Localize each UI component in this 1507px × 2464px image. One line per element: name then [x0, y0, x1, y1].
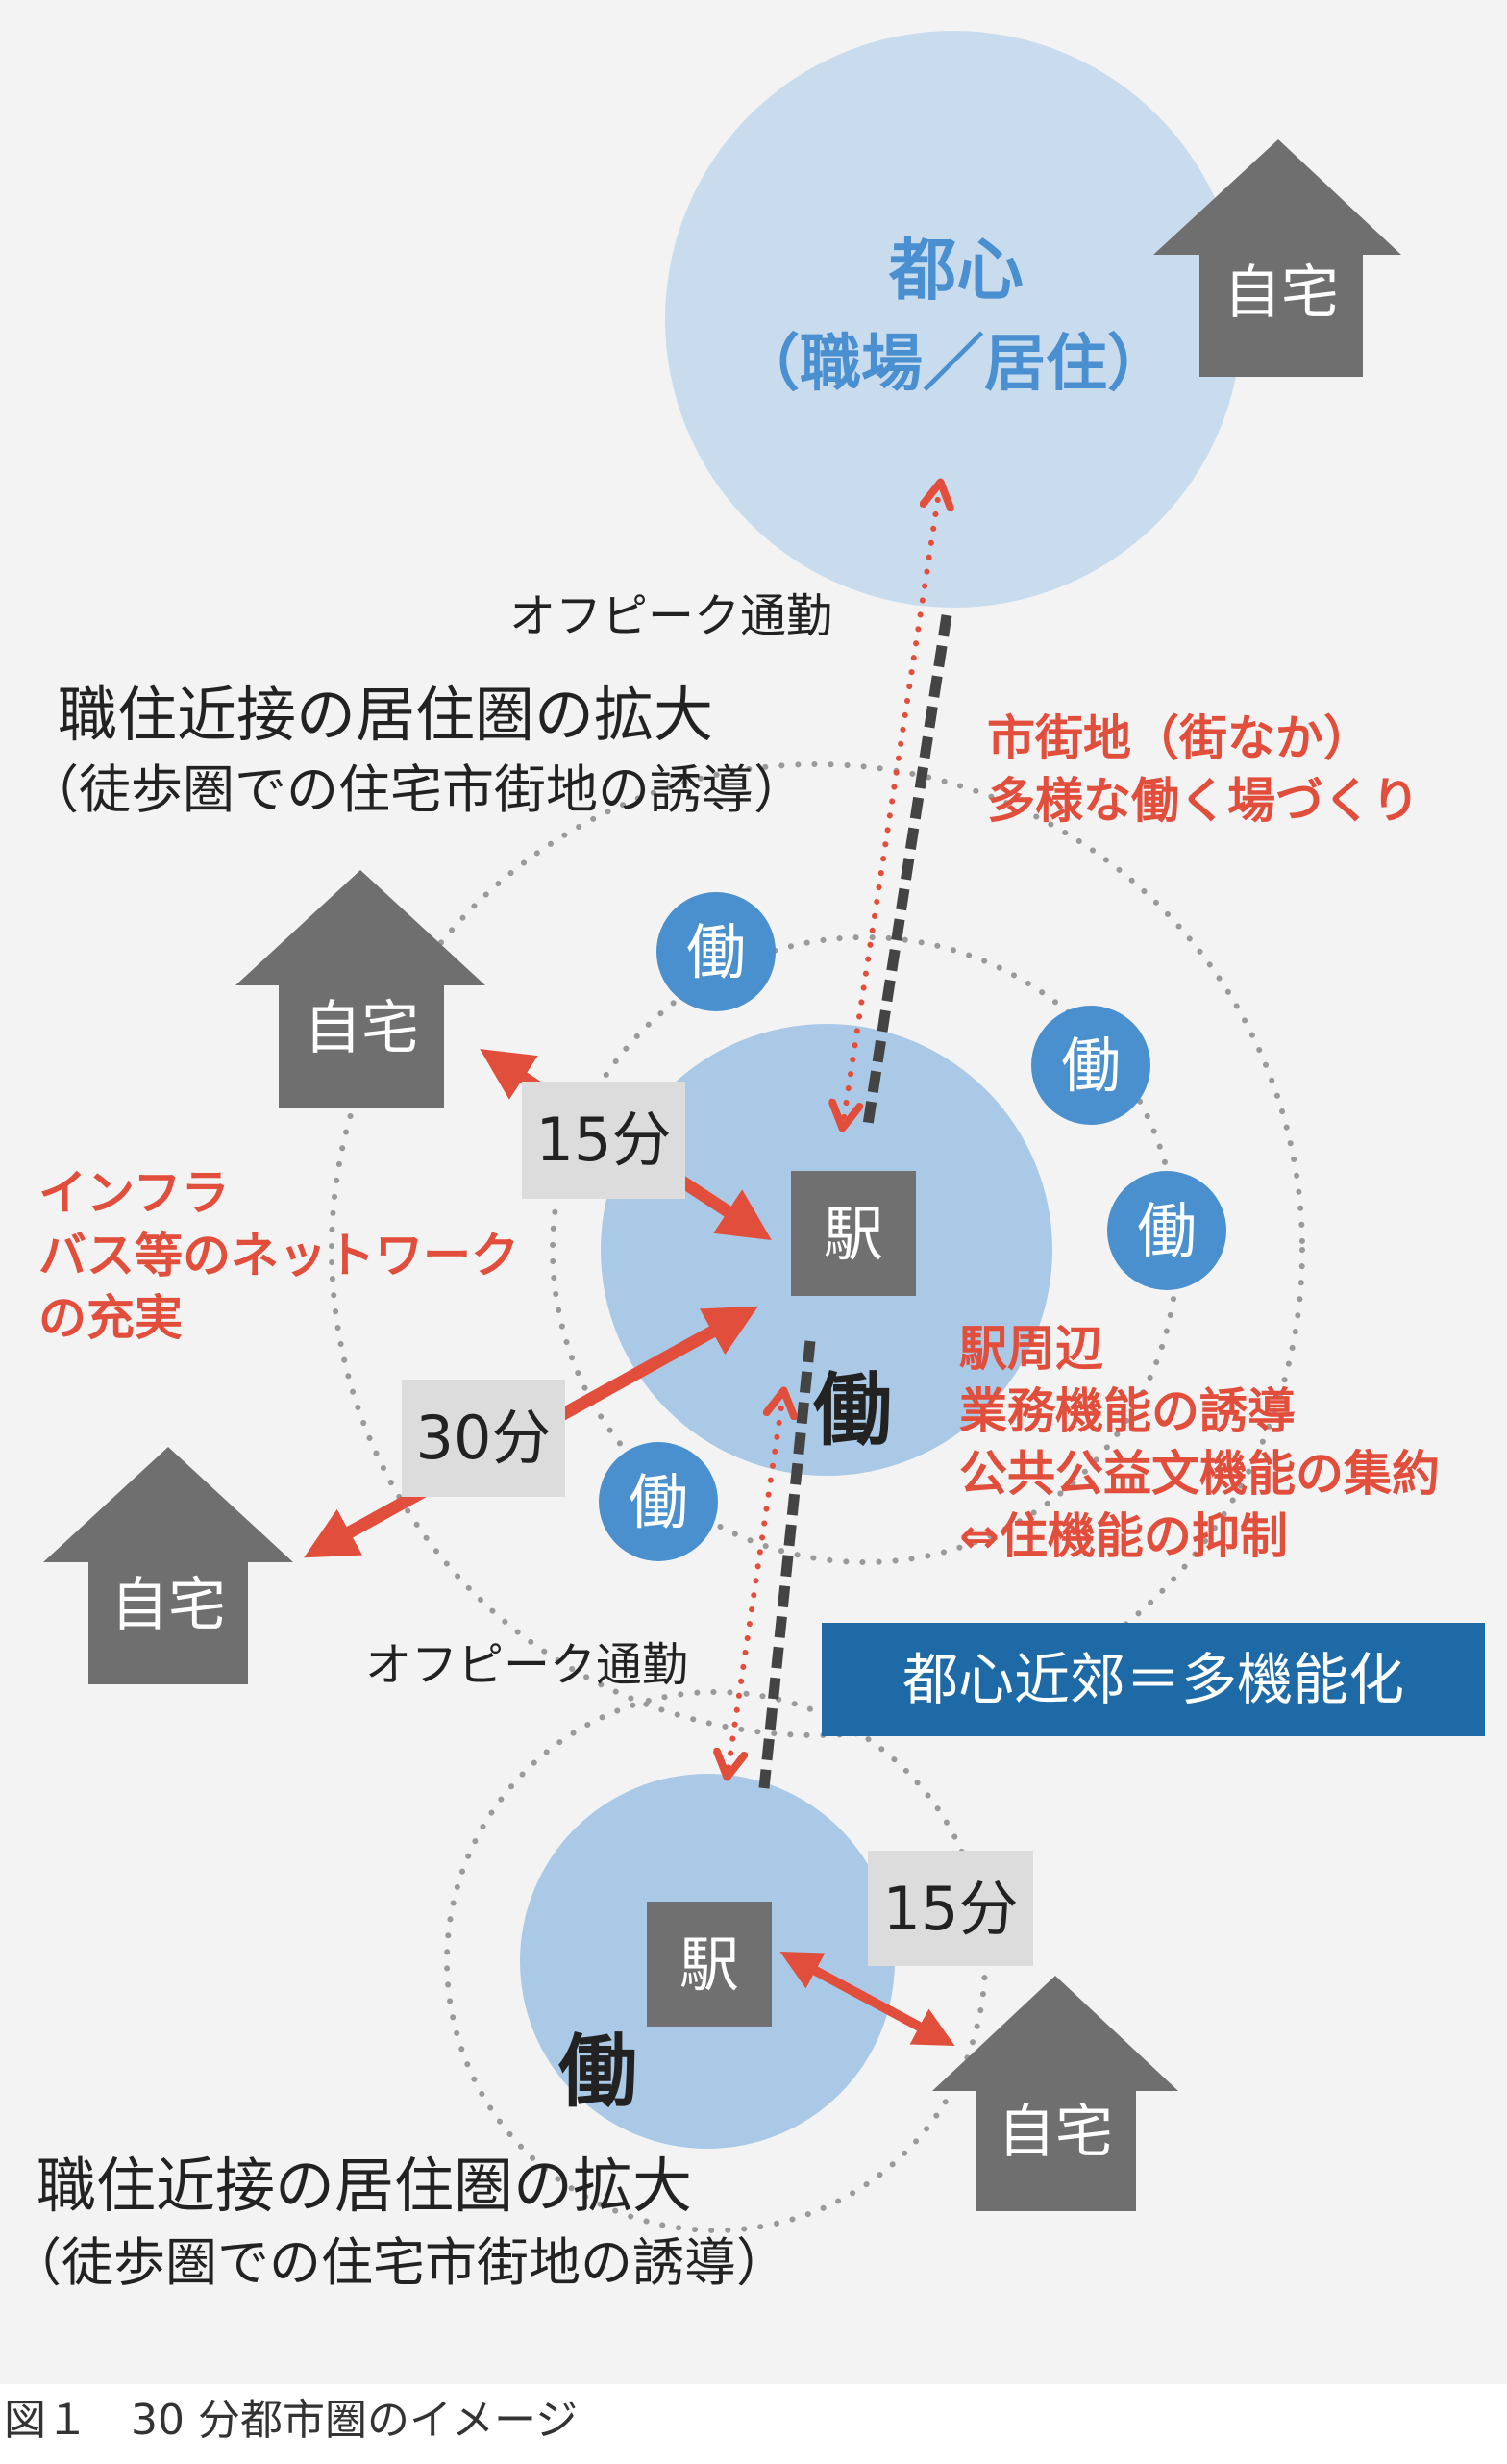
- house-icon-lower-right: 自宅: [932, 1976, 1178, 2211]
- station-icon-lower: 駅: [647, 1902, 772, 2027]
- work-badge: 働: [656, 892, 776, 1011]
- commute-arrow-15min-lower: [779, 1952, 955, 2046]
- station-label: 駅: [679, 1929, 739, 2000]
- work-badge-label: 働: [1137, 1196, 1197, 1266]
- house-label: 自宅: [304, 995, 419, 1062]
- house-label: 自宅: [111, 1572, 226, 1639]
- time-label-text: 30分: [416, 1403, 552, 1473]
- expansion-note-lower-line2: （徒歩圏での住宅市街地の誘導）: [10, 2232, 788, 2293]
- station-note-line2: 業務機能の誘導: [959, 1383, 1296, 1439]
- work-badge-label: 働: [686, 917, 746, 987]
- offpeak-arrow-upper: [843, 485, 940, 1125]
- work-badge-label: 働: [1061, 1031, 1121, 1101]
- figure-caption: 図１ 30 分都市圏のイメージ: [4, 2396, 579, 2445]
- station-note-line1: 駅周辺: [959, 1321, 1103, 1377]
- expansion-note-lower-line1: 職住近接の居住圏の拡大: [37, 2151, 692, 2221]
- expansion-note-upper-line2: （徒歩圏での住宅市街地の誘導）: [27, 759, 805, 820]
- work-label-upper: 働: [813, 1365, 892, 1456]
- work-badge: 働: [1031, 1006, 1150, 1125]
- time-label-upper-15: 15分: [522, 1082, 685, 1199]
- district-note-line1: 市街地（街なか）: [987, 710, 1371, 766]
- house-icon-upper-left: 自宅: [235, 870, 485, 1108]
- infra-note-line2: バス等のネットワーク: [38, 1228, 519, 1283]
- station-label: 駅: [824, 1199, 883, 1269]
- house-label: 自宅: [998, 2099, 1113, 2166]
- offpeak-label-upper: オフピーク通勤: [509, 589, 832, 643]
- city-center-subtitle: （職場／居住）: [738, 329, 1169, 400]
- offpeak-label-lower: オフピーク通勤: [365, 1638, 688, 1692]
- diagram: 自宅 自宅 自宅 自宅 駅 駅 働 働 働 働 働 働: [0, 0, 1507, 2384]
- station-icon-upper: 駅: [791, 1171, 916, 1296]
- time-label-text: 15分: [536, 1105, 672, 1175]
- time-label-lower-15: 15分: [868, 1851, 1033, 1966]
- work-label-lower: 働: [558, 2027, 637, 2118]
- time-label-30: 30分: [402, 1380, 565, 1497]
- station-note-line4: ⇔住機能の抑制: [959, 1508, 1288, 1564]
- work-badge: 働: [599, 1442, 718, 1561]
- house-label: 自宅: [1223, 260, 1339, 327]
- house-icon-city-center: 自宅: [1153, 139, 1401, 377]
- city-center-circle: [665, 31, 1242, 608]
- work-badge-label: 働: [629, 1467, 688, 1537]
- offpeak-arrow-lower: [728, 1394, 783, 1774]
- district-note-line2: 多様な働く場づくり: [987, 773, 1420, 829]
- work-badge: 働: [1107, 1171, 1226, 1290]
- infra-note-line1: インフラ: [38, 1165, 230, 1221]
- expansion-note-upper-line1: 職住近接の居住圏の拡大: [58, 680, 713, 750]
- banner-text: 都心近郊＝多機能化: [902, 1647, 1404, 1712]
- upper-outer-range-ring: [329, 761, 1305, 1738]
- multifunction-banner: 都心近郊＝多機能化: [822, 1623, 1485, 1736]
- station-note-line3: 公共公益文機能の集約: [959, 1446, 1440, 1502]
- time-label-text: 15分: [883, 1874, 1019, 1944]
- house-icon-lower-left: 自宅: [43, 1447, 293, 1684]
- infra-note-line3: の充実: [38, 1290, 183, 1346]
- diagram-canvas: 自宅 自宅 自宅 自宅 駅 駅 働 働 働 働 働 働: [10, 31, 1485, 2293]
- city-center-title: 都心: [888, 231, 1024, 310]
